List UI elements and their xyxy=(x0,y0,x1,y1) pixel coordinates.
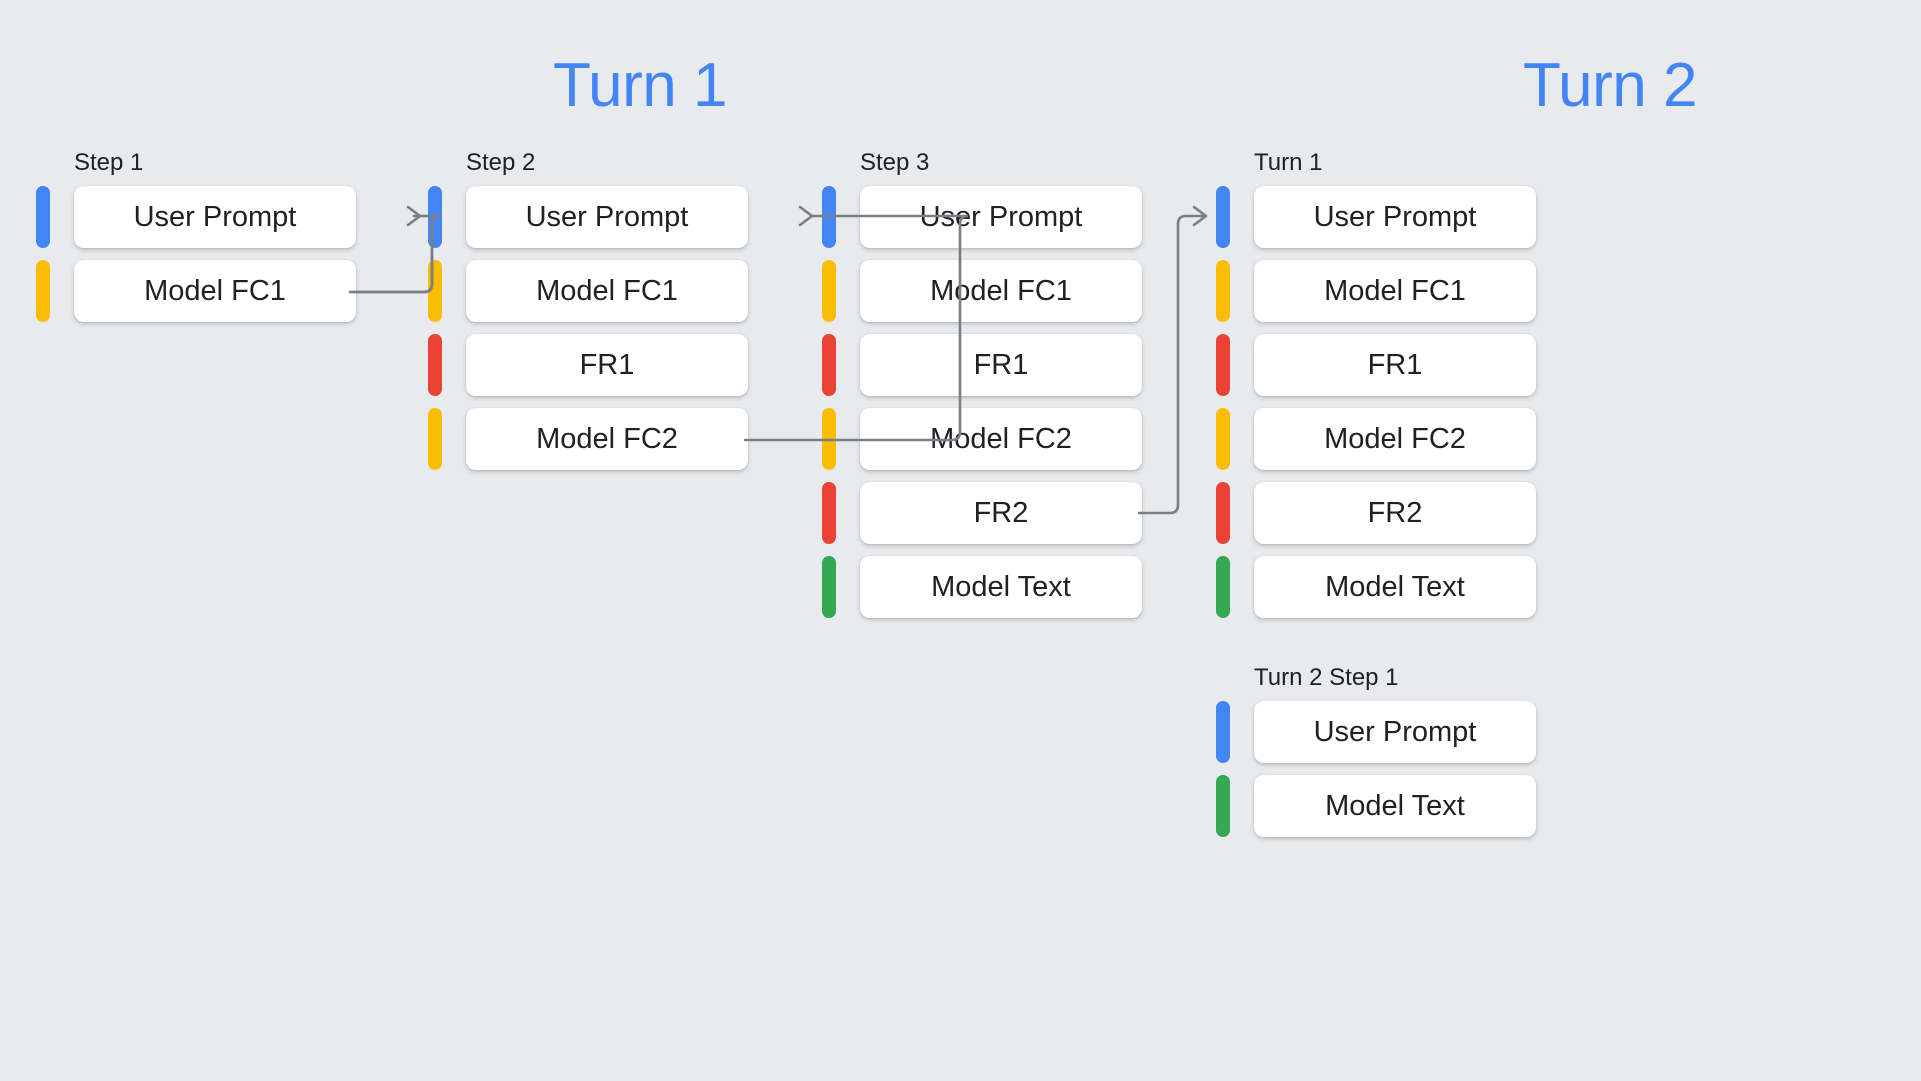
list-item[interactable]: Model Text xyxy=(1216,775,1536,838)
card-label: Model FC2 xyxy=(466,408,748,471)
column-label-step-2: Step 2 xyxy=(466,149,536,176)
column-step-2: Step 2 User Prompt Model FC1 FR1 Model F… xyxy=(428,149,748,471)
turn-1-heading: Turn 1 xyxy=(553,51,727,120)
column-turn2-step1: Turn 2 Step 1 User Prompt Model Text xyxy=(1216,664,1536,838)
card-label: Model FC1 xyxy=(860,260,1142,323)
row-list-turn2-step1: User Prompt Model Text xyxy=(1216,701,1536,838)
card-label: User Prompt xyxy=(1254,701,1536,764)
card-label: Model FC2 xyxy=(1254,408,1536,471)
card-label: Model FC1 xyxy=(74,260,356,323)
card-label: Model FC1 xyxy=(1254,260,1536,323)
column-turn2-turn1: Turn 1 User Prompt Model FC1 FR1 Model F… xyxy=(1216,149,1536,619)
list-item[interactable]: User Prompt xyxy=(822,186,1142,249)
column-label-step-3: Step 3 xyxy=(860,149,930,176)
status-bar-yellow xyxy=(1216,408,1230,471)
status-bar-yellow xyxy=(36,260,50,323)
column-step-1: Step 1 User Prompt Model FC1 xyxy=(36,149,356,323)
status-bar-yellow xyxy=(822,408,836,471)
card-label: FR2 xyxy=(860,482,1142,545)
list-item[interactable]: Model FC2 xyxy=(428,408,748,471)
card-label: User Prompt xyxy=(1254,186,1536,249)
status-bar-red xyxy=(1216,482,1230,545)
status-bar-blue xyxy=(822,186,836,249)
card-label: Model Text xyxy=(860,556,1142,619)
list-item[interactable]: User Prompt xyxy=(1216,701,1536,764)
card-label: Model FC2 xyxy=(860,408,1142,471)
status-bar-green xyxy=(1216,775,1230,838)
status-bar-red xyxy=(822,482,836,545)
card-label: FR1 xyxy=(466,334,748,397)
list-item[interactable]: Model Text xyxy=(822,556,1142,619)
list-item[interactable]: FR2 xyxy=(822,482,1142,545)
card-label: FR1 xyxy=(860,334,1142,397)
column-label-turn2-turn1: Turn 1 xyxy=(1254,149,1323,176)
status-bar-blue xyxy=(428,186,442,249)
row-list-step-3: User Prompt Model FC1 FR1 Model FC2 FR2 … xyxy=(822,186,1142,619)
list-item[interactable]: Model FC1 xyxy=(36,260,356,323)
list-item[interactable]: FR1 xyxy=(428,334,748,397)
column-step-3: Step 3 User Prompt Model FC1 FR1 Model F… xyxy=(822,149,1142,619)
card-label: User Prompt xyxy=(860,186,1142,249)
card-label: FR1 xyxy=(1254,334,1536,397)
column-label-turn2-step1: Turn 2 Step 1 xyxy=(1254,664,1399,691)
card-label: Model Text xyxy=(1254,556,1536,619)
status-bar-red xyxy=(428,334,442,397)
column-label-step-1: Step 1 xyxy=(74,149,144,176)
row-list-step-2: User Prompt Model FC1 FR1 Model FC2 xyxy=(428,186,748,471)
list-item[interactable]: Model FC2 xyxy=(822,408,1142,471)
card-label: Model FC1 xyxy=(466,260,748,323)
list-item[interactable]: Model FC1 xyxy=(822,260,1142,323)
card-label: Model Text xyxy=(1254,775,1536,838)
card-label: User Prompt xyxy=(466,186,748,249)
status-bar-blue xyxy=(1216,186,1230,249)
status-bar-yellow xyxy=(822,260,836,323)
status-bar-blue xyxy=(1216,701,1230,764)
list-item[interactable]: User Prompt xyxy=(1216,186,1536,249)
list-item[interactable]: Model FC1 xyxy=(428,260,748,323)
card-label: User Prompt xyxy=(74,186,356,249)
status-bar-green xyxy=(1216,556,1230,619)
status-bar-yellow xyxy=(1216,260,1230,323)
status-bar-red xyxy=(822,334,836,397)
row-list-step-1: User Prompt Model FC1 xyxy=(36,186,356,323)
row-list-turn2-turn1: User Prompt Model FC1 FR1 Model FC2 FR2 … xyxy=(1216,186,1536,619)
status-bar-yellow xyxy=(428,260,442,323)
list-item[interactable]: FR1 xyxy=(822,334,1142,397)
list-item[interactable]: Model Text xyxy=(1216,556,1536,619)
list-item[interactable]: FR2 xyxy=(1216,482,1536,545)
card-label: FR2 xyxy=(1254,482,1536,545)
list-item[interactable]: Model FC2 xyxy=(1216,408,1536,471)
list-item[interactable]: Model FC1 xyxy=(1216,260,1536,323)
status-bar-red xyxy=(1216,334,1230,397)
status-bar-green xyxy=(822,556,836,619)
turn-2-heading: Turn 2 xyxy=(1523,51,1697,120)
list-item[interactable]: User Prompt xyxy=(428,186,748,249)
status-bar-yellow xyxy=(428,408,442,471)
list-item[interactable]: User Prompt xyxy=(36,186,356,249)
list-item[interactable]: FR1 xyxy=(1216,334,1536,397)
status-bar-blue xyxy=(36,186,50,249)
